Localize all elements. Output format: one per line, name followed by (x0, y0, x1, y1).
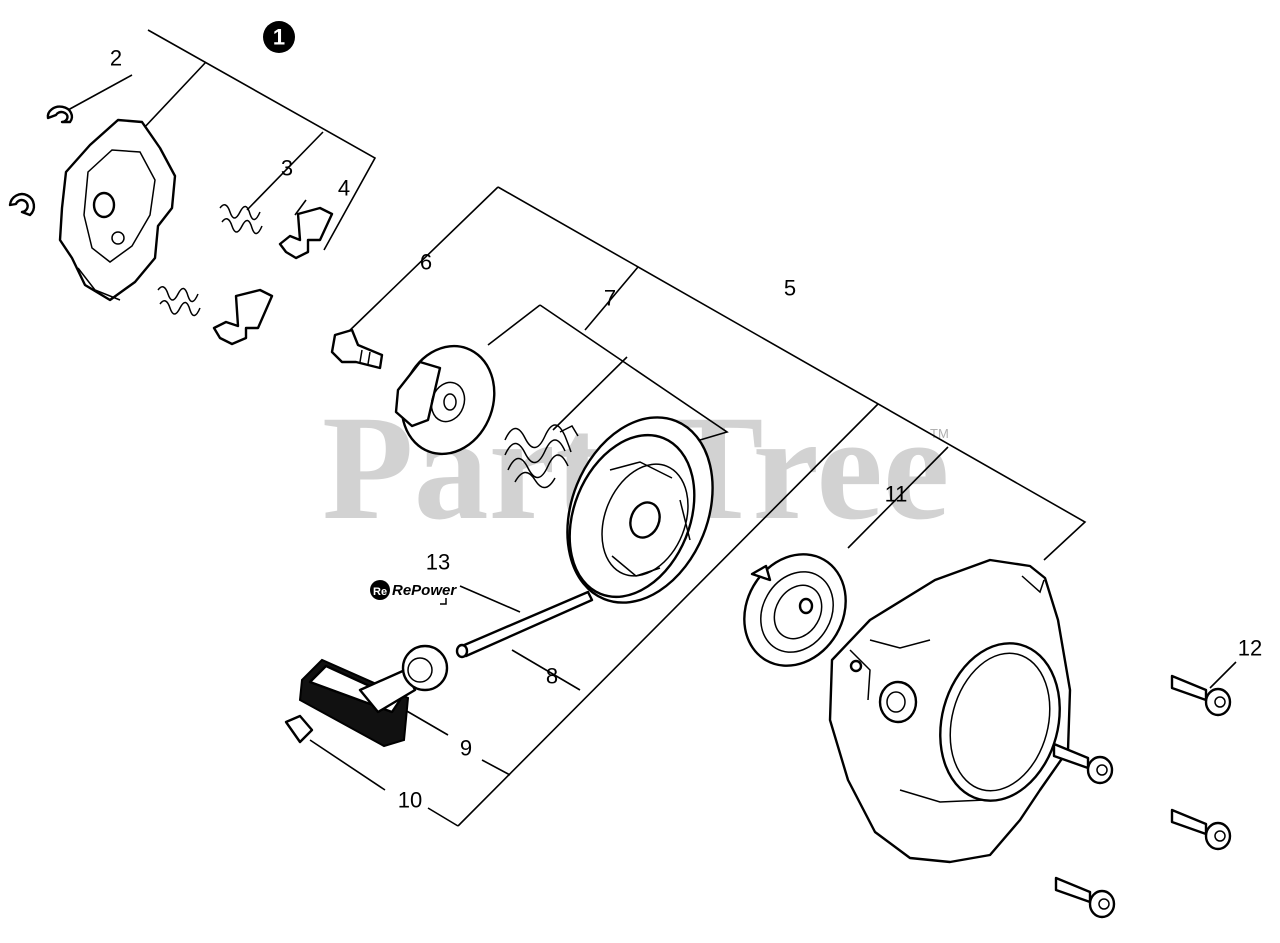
callout-10: 10 (398, 788, 422, 813)
bolt-6 (330, 328, 384, 370)
bolt-12-b (1052, 742, 1114, 785)
bolt-12-c (1170, 808, 1232, 851)
svg-text:1: 1 (273, 25, 285, 50)
bolt-12-d (1054, 876, 1116, 919)
callout-2: 2 (110, 46, 122, 71)
recoil-spring-coil (504, 424, 579, 489)
starter-rope (455, 590, 594, 659)
pawl-upper (278, 206, 334, 260)
ratchet-plate (58, 118, 177, 302)
callout-3: 3 (281, 156, 293, 181)
spring-cassette (743, 553, 847, 667)
starter-handle (298, 644, 449, 748)
callout-1: 1 (263, 21, 295, 53)
pawl-lower (212, 288, 274, 346)
bracket-lines (67, 29, 1237, 827)
callout-4: 4 (338, 176, 350, 201)
callout-8: 8 (546, 664, 558, 689)
spring-small-lower (157, 286, 201, 317)
bolt-12-a (1170, 674, 1232, 717)
callout-5: 5 (784, 276, 796, 301)
handle-insert (284, 714, 314, 744)
watermark-trademark: TM (930, 426, 949, 441)
pulley-hub (394, 344, 496, 456)
callout-11: 11 (885, 482, 908, 507)
starter-housing (828, 558, 1072, 864)
e-clip-upper (46, 105, 74, 124)
e-clip-lower (8, 192, 36, 217)
spring-small-upper (219, 204, 263, 235)
svg-text:Re: Re (373, 586, 387, 598)
callout-7: 7 (604, 286, 616, 311)
callout-6: 6 (420, 250, 432, 275)
repower-text: RePower (392, 582, 457, 599)
rope-reel (566, 416, 714, 604)
repower-logo: Re RePower (370, 580, 457, 605)
callout-9: 9 (460, 736, 472, 761)
callout-13: 13 (426, 550, 450, 575)
callout-12: 12 (1238, 636, 1262, 661)
